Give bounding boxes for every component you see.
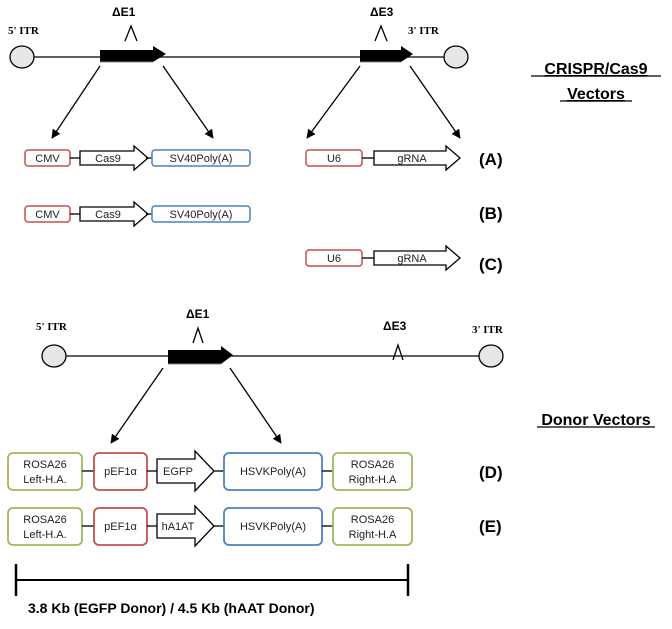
sv40-polya-box bbox=[151, 149, 251, 167]
right-homology-arm-box bbox=[332, 507, 413, 546]
row-label-a: (A) bbox=[479, 150, 503, 169]
size-scale-bar: 3.8 Kb (EGFP Donor) / 4.5 Kb (hAAT Donor… bbox=[14, 564, 410, 616]
crispr-e1-label: ΔE1 bbox=[112, 5, 136, 19]
ha1at-label: hA1AT bbox=[162, 521, 195, 533]
left-ha-line2: Left-H.A. bbox=[23, 474, 66, 486]
crispr-5itr-circle bbox=[9, 45, 35, 69]
right-ha-line1: ROSA26 bbox=[351, 514, 394, 526]
donor-e1-caret bbox=[192, 325, 204, 344]
hsvk-polya-label: HSVKPoly(A) bbox=[240, 466, 306, 478]
crispr-pointer-left-1 bbox=[51, 65, 101, 139]
ha1at-gene-arrow bbox=[156, 504, 215, 548]
donor-vector-map: 5' ITR 3' ITR ΔE1 ΔE3 bbox=[36, 307, 504, 444]
donor-5itr-label: 5' ITR bbox=[36, 321, 68, 333]
egfp-label: EGFP bbox=[163, 466, 193, 478]
sv40-polya-label: SV40Poly(A) bbox=[170, 209, 233, 221]
donor-title: Donor Vectors bbox=[541, 412, 650, 429]
donor-pointer-right bbox=[229, 367, 282, 444]
right-homology-arm-box bbox=[332, 452, 413, 491]
grna-arrow bbox=[373, 244, 461, 272]
donor-3itr-circle bbox=[478, 344, 504, 368]
crispr-e1-arrow bbox=[100, 46, 166, 62]
cmv-label: CMV bbox=[35, 209, 60, 221]
hsvk-polya-label: HSVKPoly(A) bbox=[240, 521, 306, 533]
crispr-3itr-circle bbox=[443, 45, 469, 69]
crispr-title-line1: CRISPR/Cas9 bbox=[544, 61, 647, 78]
crispr-pointer-right-1 bbox=[162, 65, 214, 139]
size-label: 3.8 Kb (EGFP Donor) / 4.5 Kb (hAAT Donor… bbox=[28, 600, 314, 616]
right-ha-line1: ROSA26 bbox=[351, 459, 394, 471]
sv40-polya-box bbox=[151, 205, 251, 223]
cas9-gene-arrow bbox=[79, 144, 149, 172]
row-label-c: (C) bbox=[479, 255, 503, 274]
crispr-vector-map: 5' ITR 3' ITR ΔE1 ΔE3 bbox=[8, 5, 469, 139]
right-ha-line2: Right-H.A bbox=[349, 474, 397, 486]
construct-row-e: ROSA26 Left-H.A. pEF1α hA1AT HSVKPoly(A)… bbox=[7, 504, 502, 548]
donor-5itr-circle bbox=[41, 344, 67, 368]
construct-row-d: ROSA26 Left-H.A. pEF1α EGFP HSVKPoly(A) … bbox=[7, 449, 503, 493]
left-ha-line1: ROSA26 bbox=[23, 459, 66, 471]
donor-e1-arrow bbox=[168, 346, 233, 364]
crispr-e3-label: ΔE3 bbox=[370, 5, 394, 19]
donor-3itr-label: 3' ITR bbox=[472, 324, 504, 336]
pef1a-label: pEF1α bbox=[104, 521, 137, 533]
left-ha-line2: Left-H.A. bbox=[23, 529, 66, 541]
donor-e3-label: ΔE3 bbox=[383, 319, 407, 333]
grna-label: gRNA bbox=[397, 153, 427, 165]
crispr-e1-caret bbox=[124, 24, 138, 42]
right-ha-line2: Right-H.A bbox=[349, 529, 397, 541]
row-label-d: (D) bbox=[479, 463, 503, 482]
crispr-pointer-right-3 bbox=[409, 65, 461, 139]
cas9-label: Cas9 bbox=[95, 209, 121, 221]
sv40-polya-label: SV40Poly(A) bbox=[170, 153, 233, 165]
crispr-e3-arrow bbox=[360, 46, 413, 62]
row-label-b: (B) bbox=[479, 204, 503, 223]
construct-row-a: CMV Cas9 SV40Poly(A) U6 gRNA (A) bbox=[24, 144, 503, 172]
cas9-gene-arrow bbox=[79, 200, 149, 228]
grna-arrow bbox=[373, 144, 461, 172]
construct-row-c: U6 gRNA (C) bbox=[305, 244, 503, 274]
crispr-3itr-label: 3' ITR bbox=[408, 25, 440, 37]
egfp-gene-arrow bbox=[156, 449, 215, 493]
u6-label: U6 bbox=[327, 253, 341, 265]
u6-label: U6 bbox=[327, 153, 341, 165]
crispr-pointer-left-3 bbox=[306, 65, 361, 139]
left-ha-line1: ROSA26 bbox=[23, 514, 66, 526]
donor-e3-caret bbox=[392, 342, 404, 361]
row-label-e: (E) bbox=[479, 517, 502, 536]
crispr-title-line2: Vectors bbox=[567, 86, 625, 103]
pef1a-label: pEF1α bbox=[104, 466, 137, 478]
grna-label: gRNA bbox=[397, 253, 427, 265]
crispr-5itr-label: 5' ITR bbox=[8, 25, 40, 37]
cmv-label: CMV bbox=[35, 153, 60, 165]
cas9-label: Cas9 bbox=[95, 153, 121, 165]
construct-row-b: CMV Cas9 SV40Poly(A) (B) bbox=[24, 200, 503, 228]
donor-pointer-left bbox=[110, 367, 164, 444]
crispr-e3-caret bbox=[374, 24, 388, 42]
donor-e1-label: ΔE1 bbox=[186, 307, 210, 321]
